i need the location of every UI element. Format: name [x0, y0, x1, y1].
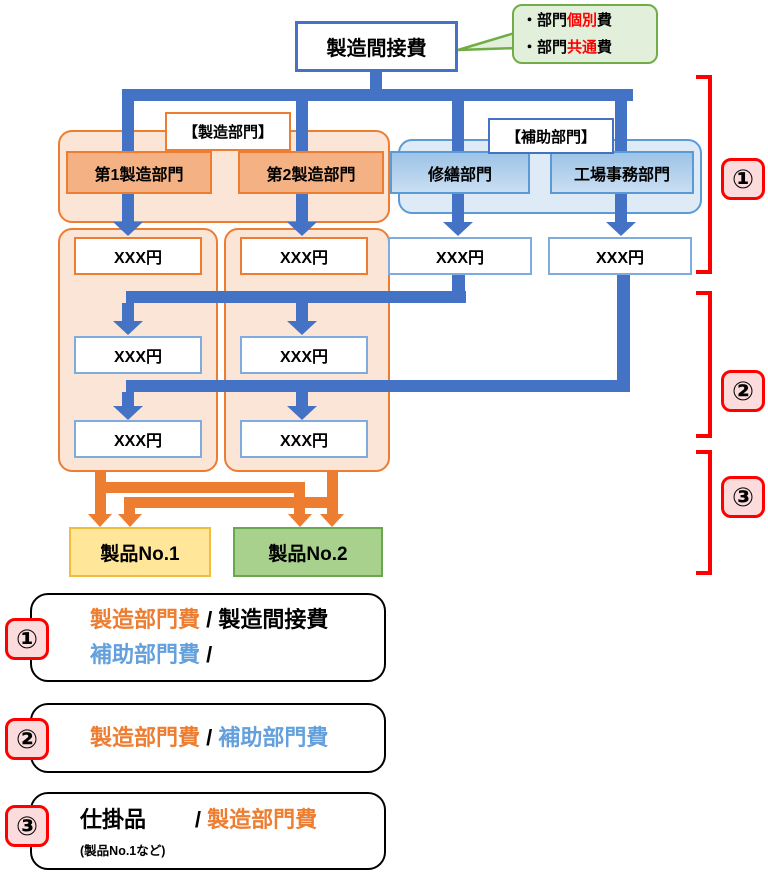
callout-line-2: ・部門共通費: [522, 39, 613, 56]
bracket-step1: [696, 75, 712, 274]
arrowhead-repair-amount: [443, 222, 473, 236]
arrowhead-row2-col1: [113, 321, 143, 335]
connector-repair-drop-col1: [122, 303, 134, 321]
product-box-no2: 製品No.2: [233, 527, 383, 577]
journal-entry-2: 製造部門費 / 補助部門費: [30, 703, 386, 773]
journal-entry-1: 製造部門費 / 製造間接費 補助部門費 /: [30, 593, 386, 682]
entry1-line2: 補助部門費 /: [90, 641, 213, 667]
connector-office-drop-col2: [296, 392, 308, 406]
bracket-step2: [696, 291, 712, 438]
connector-repair-drop-col2: [296, 303, 308, 321]
arrowhead-dept1-amount: [113, 222, 143, 236]
dept-box-repair: 修繕部門: [390, 151, 530, 194]
entry2-line1: 製造部門費 / 補助部門費: [90, 724, 329, 750]
entry3-note: (製品No.1など): [80, 843, 166, 858]
amount-box-dept2-row3: XXX円: [240, 420, 368, 458]
callout-tail: [457, 30, 520, 52]
amount-box-dept1-row2: XXX円: [74, 336, 202, 374]
connector-col2-product1-drop: [124, 508, 135, 514]
connector-col2-horizontal: [124, 497, 338, 508]
amount-box-repair: XXX円: [388, 237, 532, 275]
entry3-line1: 仕掛品 / 製造部門費: [80, 807, 318, 833]
product-box-no1: 製品No.1: [69, 527, 211, 577]
connector-repair-horizontal: [126, 291, 466, 303]
manufacturing-overhead-box: 製造間接費: [295, 21, 458, 72]
arrowhead-row3-col2: [287, 406, 317, 420]
arrowhead-product2-a: [288, 514, 312, 527]
connector-office-drop-col1: [122, 392, 134, 406]
arrowhead-row2-col2: [287, 321, 317, 335]
entry2-badge: ②: [5, 718, 49, 760]
amount-box-office: XXX円: [548, 237, 692, 275]
arrowhead-product2-b: [320, 514, 344, 527]
connector-col1-product1: [95, 472, 106, 514]
arrowhead-product1-b: [118, 514, 142, 527]
auxiliary-group-label: 【補助部門】: [488, 118, 614, 154]
dept-box-manufacturing-1: 第1製造部門: [66, 151, 212, 194]
connector-col2-product2: [327, 472, 338, 514]
arrowhead-row3-col1: [113, 406, 143, 420]
journal-entry-3: 仕掛品 / 製造部門費 (製品No.1など): [30, 792, 386, 870]
dept-box-manufacturing-2: 第2製造部門: [238, 151, 384, 194]
bracket-step3: [696, 450, 712, 575]
entry3-badge: ③: [5, 805, 49, 847]
amount-box-dept1-row3: XXX円: [74, 420, 202, 458]
amount-box-dept2-row1: XXX円: [240, 237, 368, 275]
arrowhead-dept2-amount: [287, 222, 317, 236]
connector-top-stub: [370, 72, 382, 94]
manufacturing-group-label: 【製造部門】: [165, 112, 291, 151]
entry1-badge: ①: [5, 618, 49, 660]
step1-badge: ①: [721, 158, 765, 200]
entry1-line1: 製造部門費 / 製造間接費: [90, 607, 329, 633]
callout-line-1: ・部門個別費: [522, 12, 613, 29]
amount-box-dept1-row1: XXX円: [74, 237, 202, 275]
connector-col1-horizontal: [95, 482, 305, 493]
step3-badge: ③: [721, 476, 765, 518]
amount-box-dept2-row2: XXX円: [240, 336, 368, 374]
arrowhead-product1-a: [88, 514, 112, 527]
step2-badge: ②: [721, 370, 765, 412]
dept-box-factory-office: 工場事務部門: [550, 151, 694, 194]
arrowhead-office-amount: [606, 222, 636, 236]
overhead-note-callout: ・部門個別費 ・部門共通費: [512, 4, 658, 64]
connector-office-down: [617, 275, 630, 392]
connector-distribution-bar: [122, 89, 633, 101]
connector-office-horizontal: [126, 380, 630, 392]
